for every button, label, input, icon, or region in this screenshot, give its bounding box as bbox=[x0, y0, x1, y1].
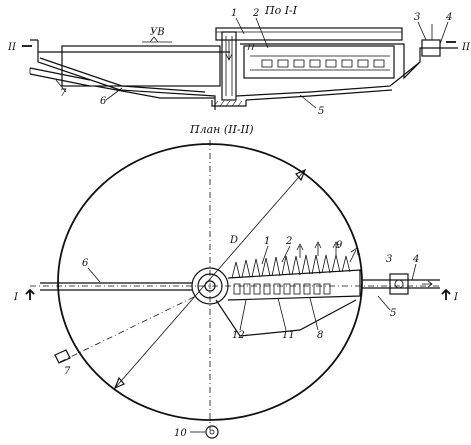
tray-openings bbox=[261, 59, 385, 68]
section-mark-ii-right: II bbox=[461, 42, 471, 53]
sludge-pipe-7 bbox=[59, 295, 197, 363]
section-title: По I-I bbox=[264, 4, 298, 17]
flow-arrow-down bbox=[225, 40, 233, 61]
section-callout-3: 3 bbox=[414, 12, 420, 23]
section-callout-4: 4 bbox=[445, 12, 452, 23]
outlet-chamber-3 bbox=[389, 273, 409, 295]
diameter-arrows bbox=[113, 168, 307, 390]
outlet-chamber-opening bbox=[394, 279, 404, 289]
plan-title: План (II-II) bbox=[189, 123, 254, 136]
plan-callout-12: 12 bbox=[232, 330, 245, 341]
plan-callout-7: 7 bbox=[64, 366, 71, 377]
plan-callout-4: 4 bbox=[412, 254, 419, 265]
plan-callout-10: 10 bbox=[174, 428, 187, 439]
section-callout-1: 1 bbox=[231, 8, 237, 19]
tray-support bbox=[247, 43, 255, 51]
plan-callout-3: 3 bbox=[386, 254, 392, 265]
central-column-inner bbox=[225, 36, 233, 96]
central-column-inner-ring bbox=[197, 273, 223, 299]
drain-10 bbox=[205, 425, 219, 439]
bottom-slope-inner bbox=[39, 57, 206, 93]
section-view: По I-I II УВ bbox=[7, 4, 471, 117]
section-callout-7: 7 bbox=[60, 88, 67, 99]
truss-teeth bbox=[231, 254, 351, 279]
central-column-hub bbox=[204, 280, 216, 292]
drain-10-center bbox=[209, 429, 215, 435]
section-mark-i-right: I bbox=[453, 292, 459, 303]
outlet-flow-arrow bbox=[422, 280, 433, 288]
plan-callout-2: 2 bbox=[285, 236, 292, 247]
plan-callout-9: 9 bbox=[336, 240, 343, 251]
bottom-slope-right-inner bbox=[245, 89, 393, 101]
tray-channel bbox=[250, 55, 390, 71]
sludge-pipe-6 bbox=[94, 85, 215, 99]
section-callout-6: 6 bbox=[100, 96, 107, 107]
plan-callouts: 1 2 3 4 5 6 7 8 9 10 11 12 bbox=[64, 236, 419, 439]
cut-arrow-left bbox=[25, 288, 35, 300]
water-level-label: УВ bbox=[150, 27, 165, 38]
section-callout-2: 2 bbox=[252, 8, 259, 19]
outlet-pipe-4 bbox=[362, 279, 440, 289]
plan-callout-5: 5 bbox=[390, 308, 396, 319]
section-mark-ii-left: II bbox=[7, 42, 17, 53]
flow-arrows bbox=[296, 241, 359, 263]
plan-callout-1: 1 bbox=[264, 236, 270, 247]
rotating-truss bbox=[227, 269, 361, 301]
truss-slots bbox=[233, 283, 331, 295]
distribution-tray bbox=[243, 45, 395, 79]
tank-wall-right bbox=[240, 43, 440, 80]
scraper-blade bbox=[215, 299, 357, 337]
rotating-bridge bbox=[215, 27, 403, 41]
central-column-ring bbox=[191, 267, 229, 305]
section-mark-i-left: I bbox=[13, 292, 19, 303]
plan-callout-8: 8 bbox=[317, 330, 323, 341]
inlet-pipe-6 bbox=[40, 282, 192, 291]
cut-arrow-right bbox=[441, 288, 451, 300]
bottom-slope-right bbox=[235, 61, 421, 97]
plan-callout-11: 11 bbox=[282, 330, 295, 341]
section-callout-5: 5 bbox=[318, 106, 324, 117]
diameter-label: D bbox=[229, 235, 238, 246]
plan-view: План (II-II) D bbox=[13, 123, 459, 439]
section-callouts: 1 2 3 4 5 6 7 bbox=[55, 8, 452, 117]
inlet-pipe-7 bbox=[29, 67, 91, 87]
sludge-pipe-7-end bbox=[54, 349, 71, 364]
foundation bbox=[211, 100, 247, 107]
diameter-dimension bbox=[114, 169, 306, 389]
bottom-slope-left bbox=[37, 52, 216, 110]
plan-callout-6: 6 bbox=[82, 258, 89, 269]
water-level-marker bbox=[142, 36, 172, 43]
